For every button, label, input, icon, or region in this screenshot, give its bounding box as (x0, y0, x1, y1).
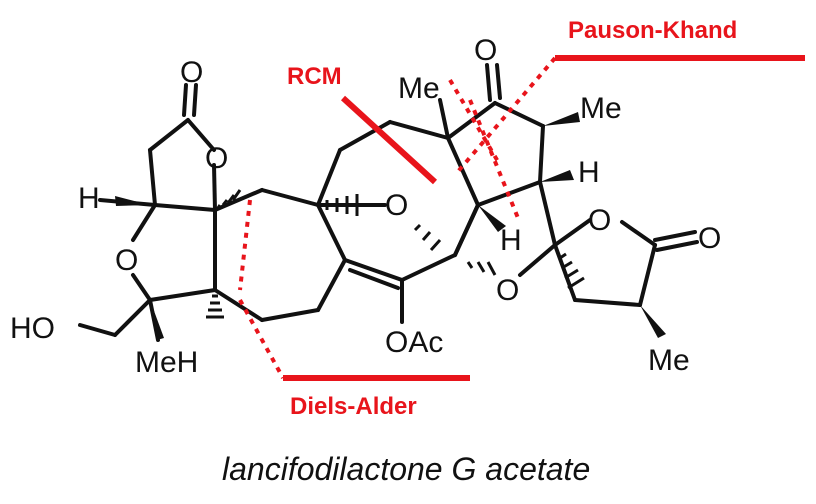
atom-h-top-left: H (78, 182, 100, 215)
atom-ho-group: HO (10, 312, 55, 345)
molecule-name-caption: lancifodilactone G acetate (222, 451, 590, 487)
da-dotted-1 (238, 199, 252, 291)
atom-o-ring-center: O (496, 274, 519, 307)
wedge-me-right (543, 112, 580, 126)
atom-o-lactone-carbonyl-left: O (180, 56, 203, 89)
hash-bridge-right (413, 223, 442, 252)
disconnection-marks (238, 55, 805, 381)
atom-o-acetate: OAc (385, 326, 443, 359)
rcm-bond-line (340, 95, 438, 185)
wedge-me-bottom (640, 305, 666, 338)
label-rcm: RCM (287, 63, 342, 90)
wedge-h-left (115, 196, 150, 206)
atom-me-h-bottom: MeH (135, 346, 198, 379)
wedge-me-left (150, 300, 164, 340)
da-dotted-2 (238, 299, 285, 379)
atom-o-ketone-top: O (474, 34, 497, 67)
atom-o-lactone-ring-right: O (588, 204, 611, 237)
atom-o-lactone-carbonyl-right: O (698, 222, 721, 255)
wedge-h-center (478, 205, 506, 232)
disconnection-labels: RCM Pauson-Khand Diels-Alder (287, 17, 737, 420)
atom-o-lactone-ring-left: O (205, 142, 228, 175)
atom-o-bridge: O (385, 189, 408, 222)
atom-me-bottom-right: Me (648, 344, 690, 377)
hash-spiro-right (559, 252, 585, 290)
hash-left-bottom (206, 294, 224, 319)
atom-me-top: Me (398, 72, 440, 105)
atom-labels: O O O HO H MeH O OAc O Me Me H H O O O M… (10, 34, 721, 379)
label-pauson-khand: Pauson-Khand (568, 17, 737, 44)
atom-me-right-top: Me (580, 92, 622, 125)
atom-h-right: H (578, 156, 600, 189)
atom-h-center: H (500, 224, 522, 257)
hash-bridge (325, 194, 359, 216)
stereo-bonds (115, 112, 666, 340)
hash-center-o (466, 261, 497, 276)
wedge-h-right (540, 170, 574, 182)
atom-o-thf-left: O (115, 244, 138, 277)
pk-dotted-1 (453, 56, 557, 177)
hash-left-top (216, 189, 242, 209)
label-diels-alder: Diels-Alder (290, 393, 417, 420)
